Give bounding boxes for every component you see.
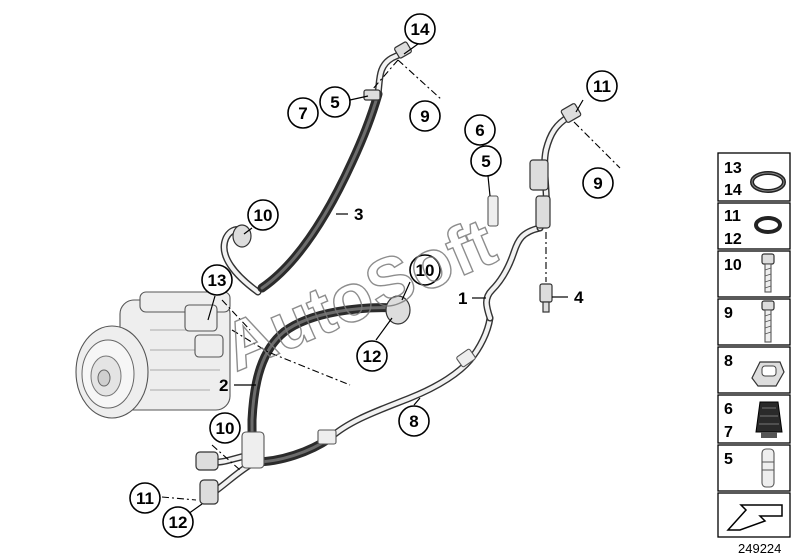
callout-9-right[interactable]: 9 — [582, 167, 614, 199]
leader-12-mid — [375, 317, 393, 341]
svg-text:5: 5 — [330, 93, 339, 112]
callout-4[interactable]: 4 — [574, 288, 584, 307]
dash-line-right — [573, 121, 621, 169]
svg-text:5: 5 — [724, 451, 733, 468]
legend-row-6-7[interactable]: 6 7 — [717, 394, 791, 444]
dash-line-10-lower — [211, 444, 241, 471]
svg-text:13: 13 — [208, 271, 227, 290]
o-ring-small-icon — [754, 216, 782, 234]
svg-text:9: 9 — [420, 107, 429, 126]
callout-12-mid[interactable]: 12 — [356, 340, 388, 372]
diagram-id: 249224 — [738, 541, 781, 556]
leader-11-right — [575, 99, 584, 113]
legend-row-arrow[interactable] — [717, 492, 791, 538]
callout-5-mid[interactable]: 5 — [470, 145, 502, 177]
dash-line-11-lower — [161, 496, 197, 501]
callout-11-right[interactable]: 11 — [586, 70, 618, 102]
pipe-8 — [317, 314, 494, 445]
ac-compressor — [75, 291, 231, 419]
svg-text:11: 11 — [724, 208, 741, 225]
legend-row-11-12[interactable]: 11 12 — [717, 202, 791, 250]
dash-line-top — [371, 59, 443, 101]
callout-14-top[interactable]: 14 — [404, 13, 436, 45]
legend-row-9[interactable]: 9 — [717, 298, 791, 346]
leader-5-top — [349, 95, 369, 101]
leader-10-upper — [243, 227, 253, 235]
callout-12-lower[interactable]: 12 — [162, 506, 194, 538]
callout-7[interactable]: 7 — [287, 97, 319, 129]
dash-line-12-mid — [231, 329, 351, 386]
svg-text:5: 5 — [481, 152, 490, 171]
callout-10-lower[interactable]: 10 — [209, 412, 241, 444]
bolt-short-icon — [761, 253, 775, 293]
legend-row-8[interactable]: 8 — [717, 346, 791, 394]
svg-text:4: 4 — [574, 288, 584, 307]
bolt-long-icon — [761, 300, 775, 343]
callout-2[interactable]: 2 — [219, 376, 228, 395]
callout-10-upper[interactable]: 10 — [247, 199, 279, 231]
legend-row-13-14[interactable]: 13 14 — [717, 152, 791, 202]
svg-text:13: 13 — [724, 160, 742, 177]
callout-3[interactable]: 3 — [354, 205, 363, 224]
leader-13 — [207, 295, 216, 321]
svg-text:2: 2 — [219, 376, 228, 395]
leader-10-mid — [401, 281, 411, 301]
svg-text:10: 10 — [216, 419, 235, 438]
callout-1[interactable]: 1 — [458, 289, 467, 308]
callout-8[interactable]: 8 — [398, 405, 430, 437]
svg-text:12: 12 — [363, 347, 382, 366]
svg-text:7: 7 — [724, 424, 733, 441]
dash-line-13 — [221, 299, 251, 331]
svg-text:14: 14 — [724, 182, 742, 199]
parts-legend: 13 14 11 12 10 — [717, 152, 791, 556]
arrow-icon — [726, 504, 783, 531]
svg-text:12: 12 — [169, 513, 188, 532]
svg-text:10: 10 — [724, 257, 742, 274]
svg-text:11: 11 — [593, 77, 611, 96]
svg-text:8: 8 — [724, 353, 733, 370]
pipe-1 — [483, 103, 582, 322]
callout-11-lower[interactable]: 11 — [129, 482, 161, 514]
callout-13[interactable]: 13 — [201, 264, 233, 296]
svg-text:6: 6 — [724, 401, 733, 418]
svg-text:9: 9 — [593, 174, 602, 193]
svg-text:3: 3 — [354, 205, 363, 224]
clip-icon — [751, 361, 785, 387]
legend-row-5[interactable]: 5 — [717, 444, 791, 492]
callout-9-top[interactable]: 9 — [409, 100, 441, 132]
leader-14 — [403, 43, 419, 55]
svg-text:12: 12 — [724, 231, 742, 248]
leader-8 — [413, 397, 421, 406]
callout-6[interactable]: 6 — [464, 114, 496, 146]
svg-text:10: 10 — [416, 261, 435, 280]
valve-insert-icon — [761, 448, 775, 488]
callout-5-top[interactable]: 5 — [319, 86, 351, 118]
leader-5-mid — [487, 175, 491, 197]
svg-text:9: 9 — [724, 305, 733, 322]
svg-text:8: 8 — [409, 412, 418, 431]
svg-text:7: 7 — [298, 104, 307, 123]
legend-row-10[interactable]: 10 — [717, 250, 791, 298]
svg-text:11: 11 — [136, 489, 154, 508]
o-ring-large-icon — [750, 171, 786, 193]
svg-text:14: 14 — [411, 20, 430, 39]
svg-text:6: 6 — [475, 121, 484, 140]
svg-text:10: 10 — [254, 206, 273, 225]
hose-3 — [220, 41, 412, 296]
svg-text:1: 1 — [458, 289, 467, 308]
valve-cap-icon — [755, 401, 783, 438]
callout-10-mid[interactable]: 10 — [409, 254, 441, 286]
